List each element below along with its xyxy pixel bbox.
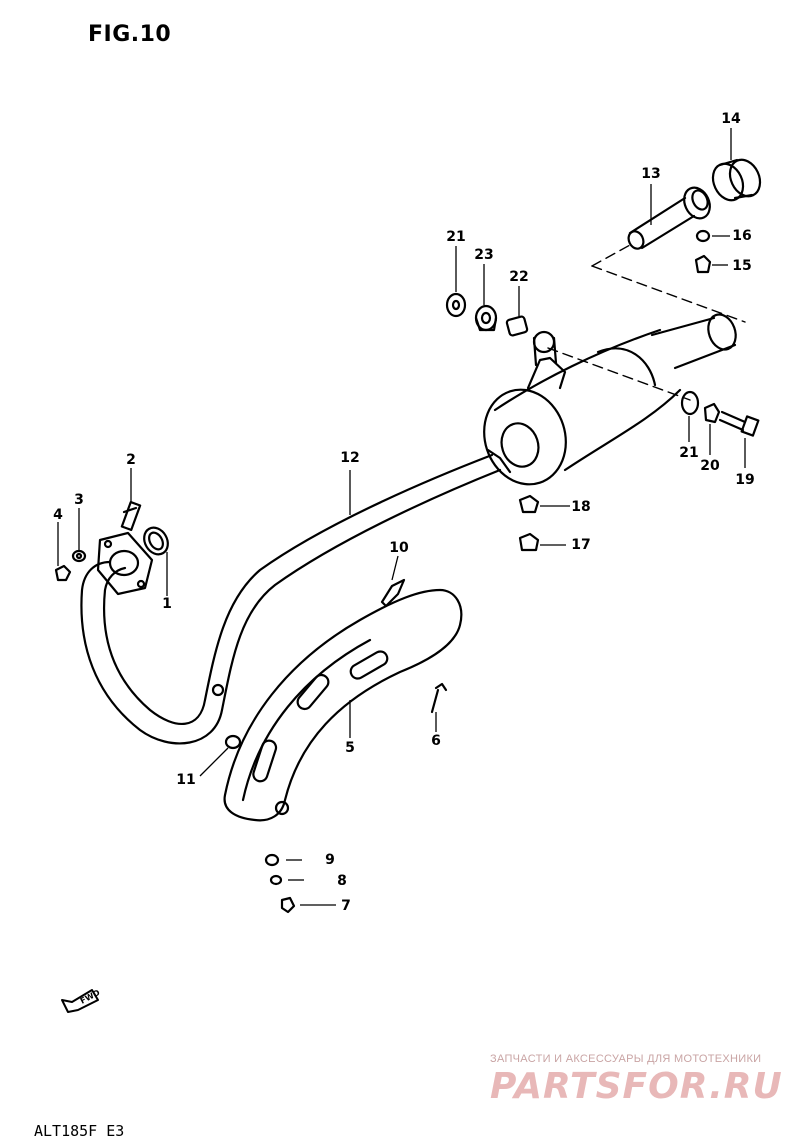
callout-11: 11 [176, 772, 196, 788]
muffler [483, 313, 737, 486]
callout-8: 8 [337, 873, 347, 889]
heat-shield [223, 588, 463, 822]
nut-9 [264, 853, 280, 867]
nut-4 [54, 564, 72, 582]
callout-18: 18 [571, 499, 591, 515]
tail-pipe [627, 186, 711, 250]
model-code: ALT185F E3 [34, 1122, 125, 1140]
callout-23: 23 [474, 247, 494, 263]
callout-22: 22 [509, 269, 529, 285]
bolt-15 [694, 254, 712, 274]
exhaust-flange [96, 531, 154, 596]
bolt-17 [518, 532, 540, 552]
callout-10: 10 [389, 540, 409, 556]
bolt-19 [718, 410, 760, 437]
washer-8 [269, 874, 283, 886]
fwd-arrow-icon [61, 989, 99, 1013]
tail-ring [711, 158, 762, 202]
callout-21-top: 21 [446, 229, 466, 245]
grommet-23 [474, 304, 498, 332]
callout-1: 1 [162, 596, 172, 612]
callout-6: 6 [431, 733, 441, 749]
callout-12: 12 [340, 450, 360, 466]
screw-6 [430, 682, 448, 714]
callout-2: 2 [126, 452, 136, 468]
stud-bolt [120, 500, 142, 532]
clamp-11 [211, 683, 242, 750]
callout-21-right: 21 [679, 445, 699, 461]
callout-17: 17 [571, 537, 591, 553]
assembly-centerline [547, 244, 746, 401]
callout-4: 4 [53, 507, 63, 523]
callout-19: 19 [735, 472, 755, 488]
callout-7: 7 [341, 898, 351, 914]
washer-16 [695, 229, 711, 243]
leader-lines [57, 128, 746, 906]
callout-20: 20 [700, 458, 720, 474]
exhaust-pipe [80, 453, 502, 745]
washer-21b [680, 390, 700, 416]
clip-10 [380, 578, 406, 608]
callout-16: 16 [732, 228, 752, 244]
nut-18 [518, 494, 540, 514]
gasket [143, 526, 169, 556]
callout-13: 13 [641, 166, 661, 182]
callout-5: 5 [345, 740, 355, 756]
callout-3: 3 [74, 492, 84, 508]
bolt-7 [280, 896, 296, 914]
watermark-brand: PARTSFOR.RU [490, 1066, 783, 1107]
callout-14: 14 [721, 111, 741, 127]
watermark-tagline: ЗАПЧАСТИ И АКСЕССУАРЫ ДЛЯ МОТОТЕХНИКИ [490, 1053, 762, 1065]
callout-15: 15 [732, 258, 752, 274]
collar-22 [505, 315, 529, 337]
washer-21a [445, 292, 467, 318]
washer-3 [71, 549, 87, 563]
figure-title: FIG.10 [88, 22, 172, 47]
nut-20 [703, 402, 721, 424]
callout-9: 9 [325, 852, 335, 868]
